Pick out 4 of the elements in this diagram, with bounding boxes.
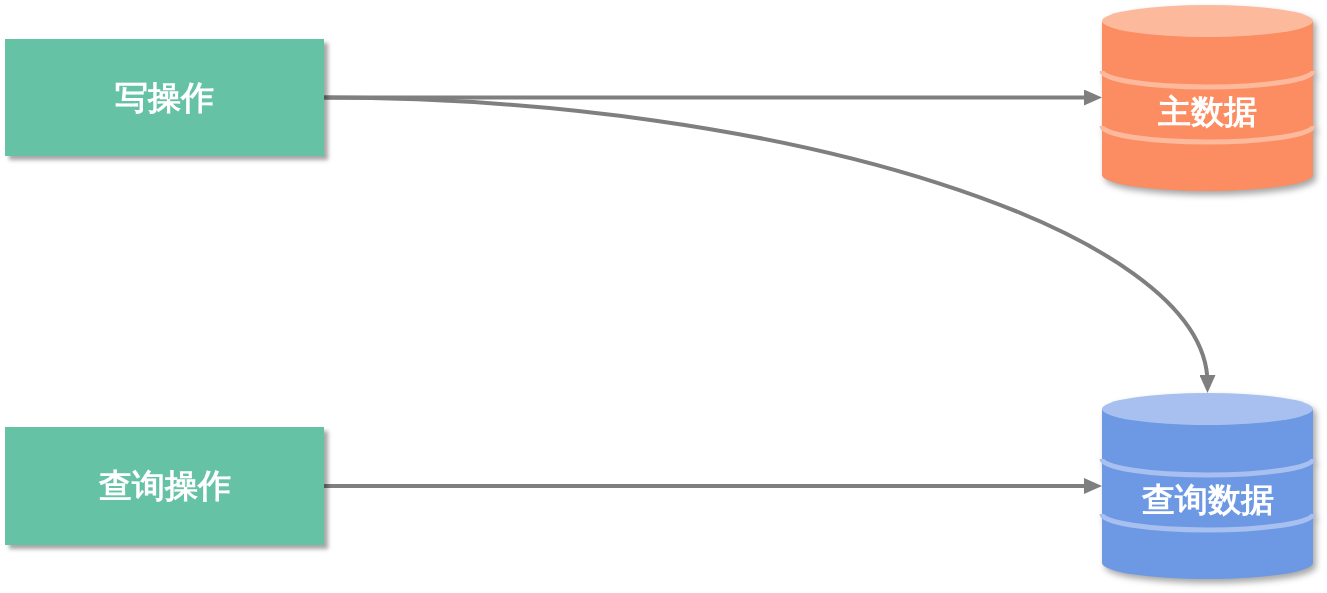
arrow: [324, 478, 1102, 494]
process-box: 写操作: [5, 39, 324, 156]
process-box: 查询操作: [5, 427, 324, 545]
arrow: [323, 95, 1214, 393]
